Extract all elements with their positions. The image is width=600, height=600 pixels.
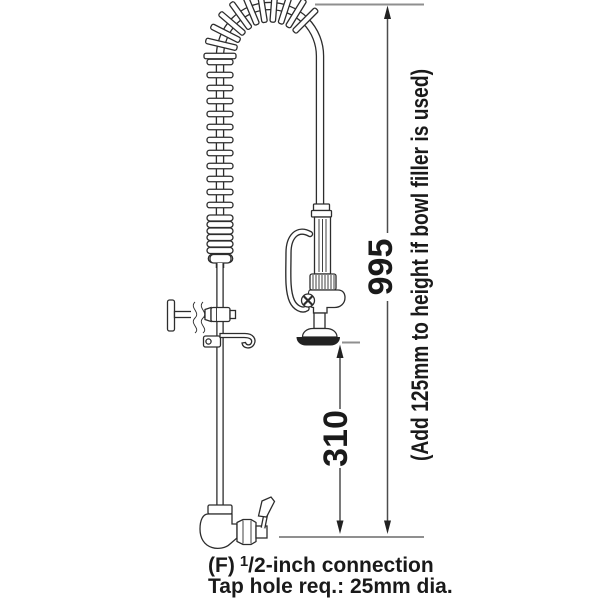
dimension-outlet-clearance: 310 bbox=[317, 341, 360, 534]
caption: (F)1/2-inch connection Tap hole req.: 25… bbox=[208, 553, 453, 598]
wing-screw bbox=[300, 293, 316, 308]
coil-compressed-section bbox=[206, 214, 234, 255]
spray-face-ring bbox=[296, 337, 340, 346]
caption-line-1: (F)1/2-inch connection bbox=[208, 553, 434, 577]
spray-valve-assembly bbox=[285, 203, 346, 346]
caption-line-2: Tap hole req.: 25mm dia. bbox=[208, 575, 453, 598]
hose-hook bbox=[202, 332, 256, 349]
hose-assembly bbox=[215, 1, 325, 268]
lever-handle bbox=[257, 496, 276, 529]
fraction-numerator: 1 bbox=[240, 553, 248, 570]
side-note: (Add 125mm to height if bowl filler is u… bbox=[407, 69, 434, 461]
arrowhead-down bbox=[336, 520, 344, 534]
supply-elbow-body bbox=[199, 513, 238, 550]
coil-end-collar bbox=[207, 253, 234, 264]
flexible-hose-section bbox=[313, 216, 332, 275]
coupling-nut bbox=[309, 273, 337, 291]
spray-squeeze-handle bbox=[285, 228, 314, 313]
hose-connector bbox=[310, 203, 333, 218]
wall-bracket bbox=[166, 299, 237, 334]
dimension-995-label: 995 bbox=[362, 239, 400, 296]
fraction-slash: / bbox=[248, 554, 254, 577]
dimension-overall-height: 995 bbox=[279, 3, 424, 538]
base-valve bbox=[199, 496, 276, 550]
fraction-denominator: 2 bbox=[254, 554, 266, 577]
arrowhead-up bbox=[336, 344, 344, 358]
spray-head bbox=[296, 312, 340, 346]
dimension-310-label: 310 bbox=[317, 410, 355, 467]
bonnet-nut bbox=[236, 518, 257, 546]
arrowhead-down bbox=[384, 520, 391, 534]
hose-spring-coil bbox=[203, 0, 319, 264]
arrowhead-up bbox=[384, 5, 391, 19]
